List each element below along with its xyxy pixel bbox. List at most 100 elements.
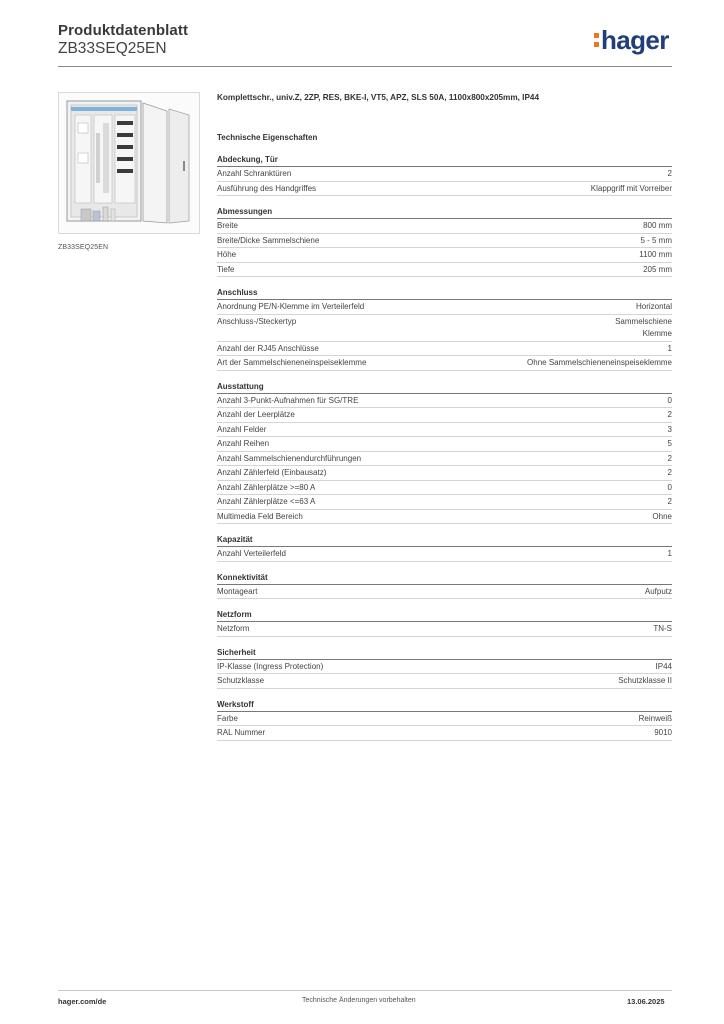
- spec-label: Schutzklasse: [217, 676, 265, 685]
- spec-value: Sammelschiene Klemme: [615, 316, 672, 339]
- spec-value: 3: [667, 424, 672, 434]
- spec-value: 2: [667, 468, 672, 477]
- spec-label: Ausführung des Handgriffes: [217, 183, 317, 193]
- spec-row: IP-Klasse (Ingress Protection)IP44: [217, 660, 672, 674]
- hager-logo[interactable]: hager: [594, 26, 669, 54]
- product-description: Komplettschr., univ.Z, 2ZP, RES, BKE-I, …: [217, 93, 540, 102]
- spec-value: 2: [667, 410, 672, 419]
- logo-text: hager: [601, 25, 669, 55]
- spec-row: Schutzklasse Schutzklasse II: [217, 674, 672, 689]
- spec-row: Anzahl der RJ45 Anschlüsse 1: [217, 342, 672, 356]
- spec-value: 2: [667, 497, 672, 506]
- section-title: Kapazität: [217, 534, 672, 547]
- spec-value: 1: [667, 343, 672, 353]
- spec-label: Anzahl Reihen: [217, 439, 270, 448]
- spec-value: 800 mm: [643, 221, 672, 230]
- tech-properties-heading: Technische Eigenschaften: [217, 133, 318, 142]
- spec-label: Anzahl Sammelschienendurchführungen: [217, 453, 362, 463]
- spec-label: Anordnung PE/N-Klemme im Verteilerfeld: [217, 302, 365, 311]
- spec-row: Anzahl Schranktüren 2: [217, 167, 672, 182]
- spec-value: Aufputz: [644, 586, 672, 596]
- spec-row: Höhe 1100 mm: [217, 248, 672, 263]
- footer-website-link[interactable]: hager.com/de: [58, 997, 107, 1006]
- spec-value: 0: [667, 482, 672, 492]
- spec-value: Ohne Sammelschieneneinspeiseklemme: [527, 358, 672, 367]
- spec-row: Anzahl Felder 3: [217, 423, 672, 437]
- spec-value: Horizontal: [635, 302, 672, 311]
- spec-value: 2: [667, 169, 672, 178]
- footer-date: 13.06.2025: [627, 997, 665, 1006]
- section-title: Ausstattung: [217, 381, 672, 394]
- spec-label: Anzahl Zählerfeld (Einbausatz): [217, 468, 327, 477]
- spec-value: 0: [667, 395, 672, 405]
- spec-row: Art der Sammelschieneneinspeiseklemme Ohn…: [217, 356, 672, 371]
- spec-row: Anzahl Zählerplätze <=63 A 2: [217, 495, 672, 510]
- spec-row: Anzahl 3-Punkt-Aufnahmen für SG/TRE 0: [217, 394, 672, 408]
- section-title: Konnektivität: [217, 572, 672, 585]
- section-title: Netzform: [217, 609, 672, 622]
- header-divider: [58, 66, 672, 67]
- spec-row: Farbe Reinweiß: [217, 712, 672, 726]
- spec-label: Anzahl Zählerplätze >=80 A: [217, 482, 316, 492]
- spec-value: 5 - 5 mm: [640, 235, 672, 245]
- section-title: Sicherheit: [217, 647, 672, 660]
- product-image-caption: ZB33SEQ25EN: [58, 244, 109, 251]
- spec-label: RAL Nummer: [217, 728, 266, 737]
- spec-value: 5: [667, 439, 672, 448]
- footer-divider: [58, 990, 672, 991]
- spec-label: Tiefe: [217, 264, 235, 274]
- distribution-cabinet-image: [58, 92, 200, 234]
- article-number: ZB33SEQ25EN: [58, 40, 167, 57]
- section-title: Abdeckung, Tür: [217, 154, 672, 167]
- spec-label: Anzahl Schranktüren: [217, 169, 292, 178]
- logo-dots-icon: [594, 33, 600, 51]
- spec-row: Netzform TN-S: [217, 622, 672, 637]
- spec-label: Anzahl Verteilerfeld: [217, 549, 286, 558]
- spec-row: Ausführung des Handgriffes Klappgriff mit…: [217, 182, 672, 196]
- footer-notice: Technische Änderungen vorbehalten: [302, 997, 416, 1004]
- spec-row: Breite 800 mm: [217, 219, 672, 234]
- spec-row: Anzahl Zählerfeld (Einbausatz) 2: [217, 466, 672, 481]
- spec-label: Breite: [217, 221, 238, 230]
- spec-label: Höhe: [217, 250, 237, 259]
- spec-value: Schutzklasse II: [618, 676, 672, 685]
- spec-row: Anzahl Zählerplätze >=80 A 0: [217, 481, 672, 495]
- spec-label: Netzform: [217, 624, 250, 633]
- spec-row: Breite/Dicke Sammelschiene 5 - 5 mm: [217, 234, 672, 248]
- spec-label: Anzahl Zählerplätze <=63 A: [217, 497, 316, 506]
- section-title: Anschluss: [217, 287, 672, 300]
- spec-label: Breite/Dicke Sammelschiene: [217, 235, 320, 245]
- spec-row: Anordnung PE/N-Klemme im Verteilerfeld Ho…: [217, 300, 672, 315]
- spec-label: Farbe: [217, 713, 238, 723]
- spec-label: Anzahl Felder: [217, 424, 267, 434]
- spec-label: Art der Sammelschieneneinspeiseklemme: [217, 358, 367, 367]
- spec-label: Anzahl 3-Punkt-Aufnahmen für SG/TRE: [217, 395, 359, 405]
- section-title: Abmessungen: [217, 206, 672, 219]
- spec-value: Klappgriff mit Vorreiber: [590, 183, 672, 193]
- section-title: Werkstoff: [217, 699, 672, 712]
- spec-value: 1100 mm: [639, 250, 672, 259]
- spec-value: 1: [667, 549, 672, 558]
- product-details: Komplettschr., univ.Z, 2ZP, RES, BKE-I, …: [217, 92, 672, 741]
- spec-value: 2: [667, 453, 672, 463]
- spec-label: Anzahl der RJ45 Anschlüsse: [217, 343, 319, 353]
- spec-value: 9010: [654, 728, 672, 737]
- spec-value: Ohne: [652, 511, 672, 521]
- spec-value: Reinweiß: [638, 713, 672, 723]
- spec-row: Anzahl Sammelschienendurchführungen 2: [217, 452, 672, 466]
- spec-value: TN-S: [653, 624, 672, 633]
